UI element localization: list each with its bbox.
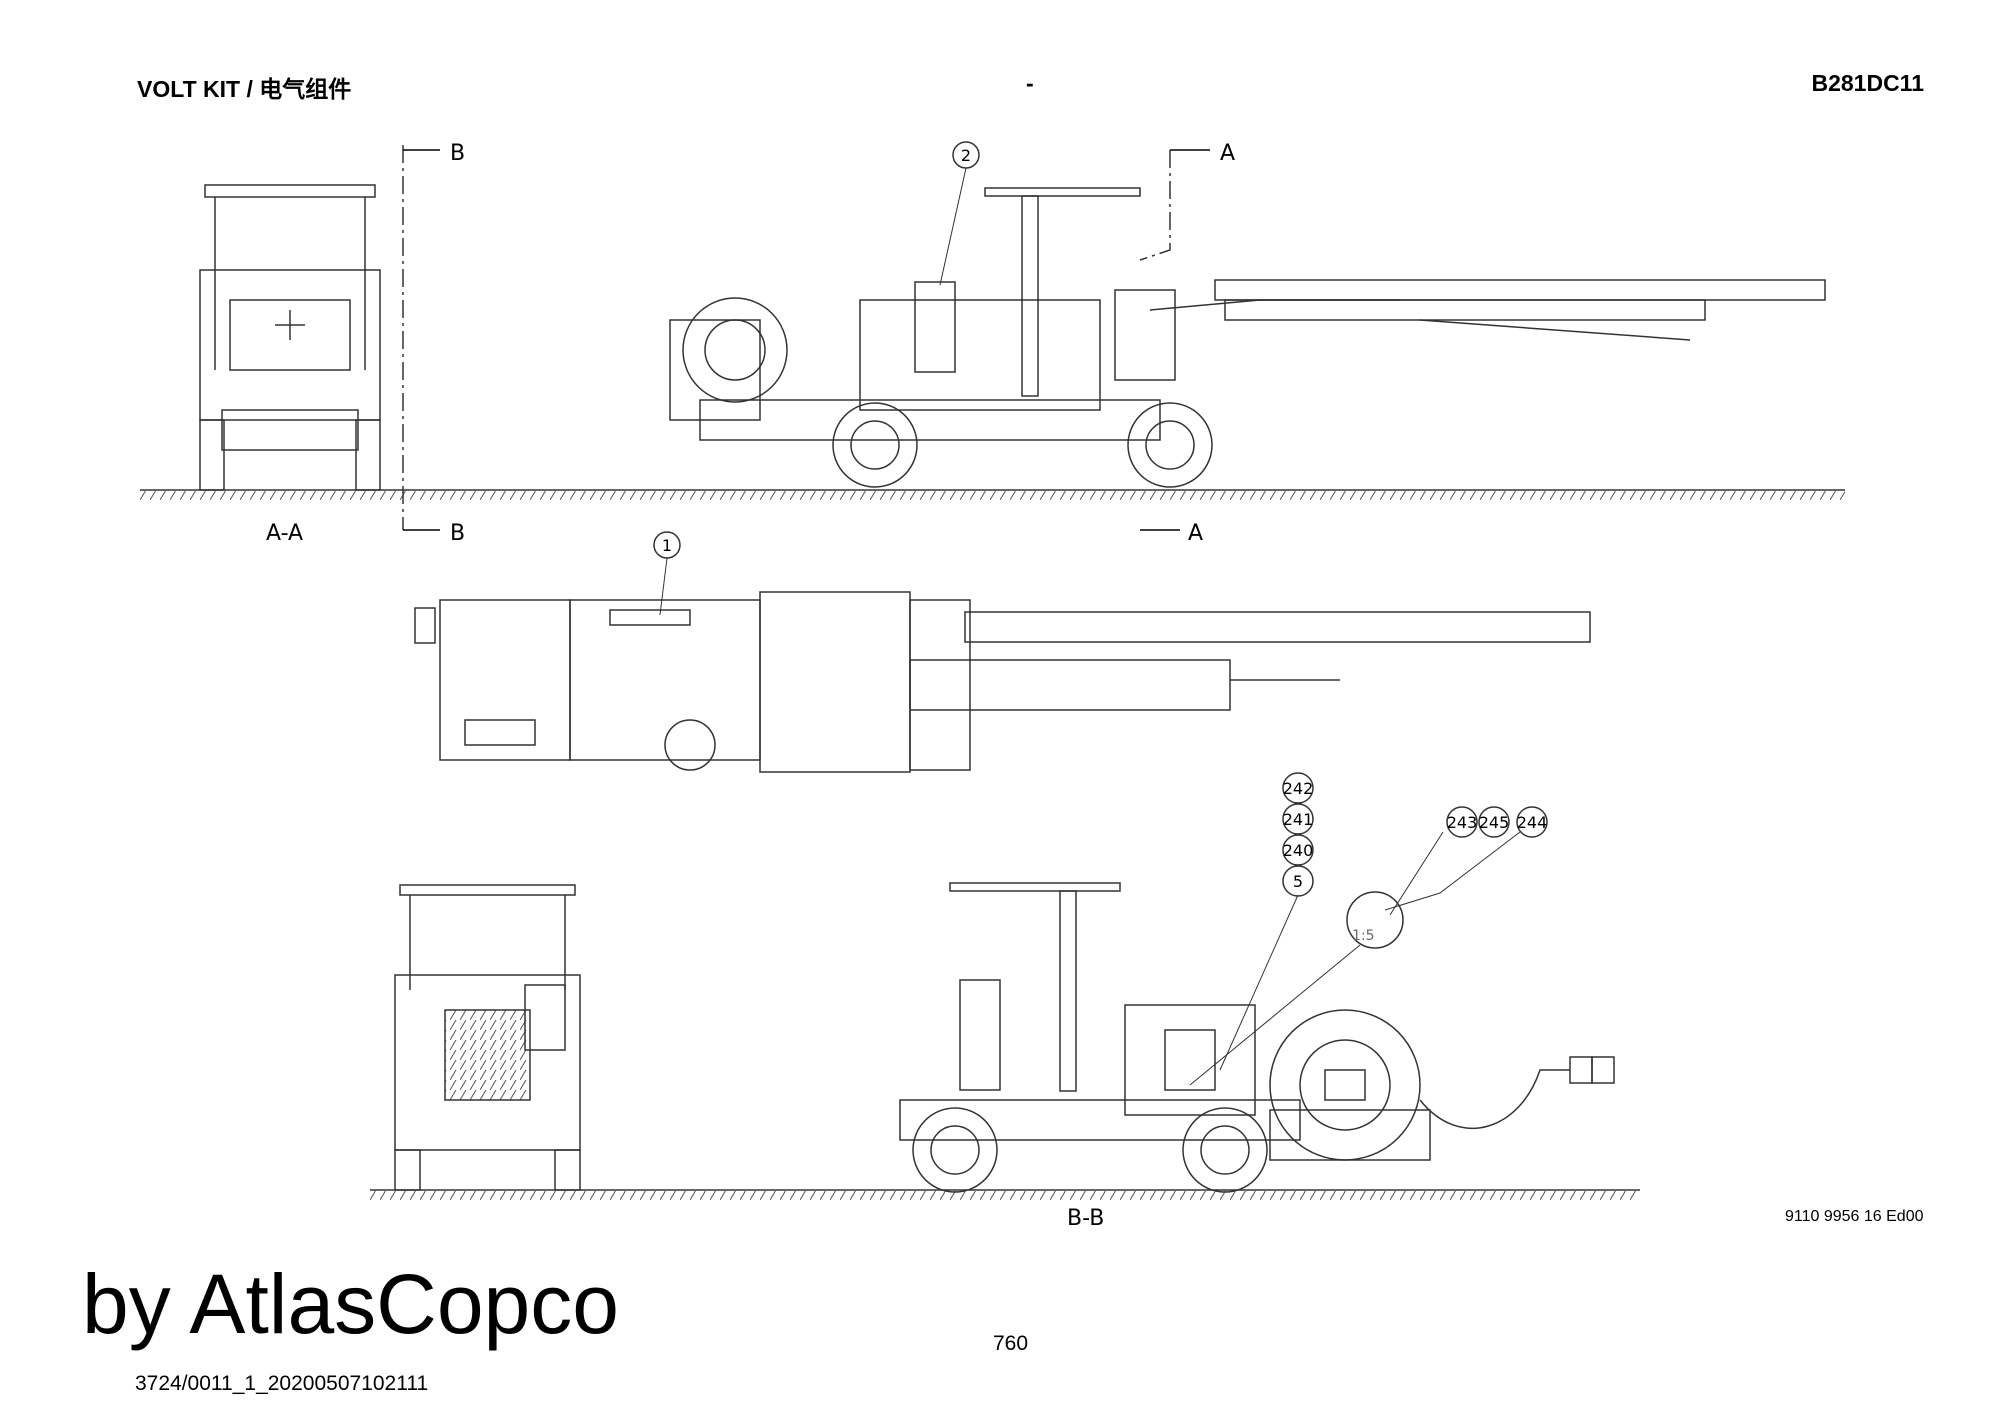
document-code: B281DC11 bbox=[1811, 70, 1924, 96]
watermark: by AtlasCopco bbox=[82, 1257, 619, 1351]
svg-text:5: 5 bbox=[1293, 872, 1303, 891]
section-a-bottom: A bbox=[1188, 521, 1203, 546]
rear-view-bb bbox=[394, 884, 581, 1191]
view-label-bb: B-B bbox=[1067, 1206, 1104, 1231]
callout-245: 245 bbox=[1478, 806, 1510, 838]
front-view-aa bbox=[199, 184, 381, 491]
view-label-aa: A-A bbox=[266, 521, 303, 546]
callout-241: 241 bbox=[1282, 803, 1314, 835]
top-view bbox=[414, 591, 1591, 773]
callouts: 2 1 242 241 240 5 243 245 244 bbox=[653, 141, 1548, 897]
section-b-top: B bbox=[450, 141, 465, 166]
section-arrows bbox=[403, 149, 1210, 531]
page-number: 760 bbox=[993, 1332, 1029, 1355]
callout-1: 1 bbox=[653, 531, 681, 559]
svg-text:245: 245 bbox=[1479, 813, 1510, 832]
detail-scale-label: 1:5 bbox=[1352, 928, 1375, 944]
callout-2: 2 bbox=[952, 141, 980, 169]
header-center: - bbox=[1026, 70, 1034, 96]
svg-text:1: 1 bbox=[662, 536, 672, 555]
side-view-top bbox=[669, 187, 1826, 488]
callout-240: 240 bbox=[1282, 834, 1314, 866]
callout-leaders bbox=[659, 167, 1521, 1086]
ground-line-bottom bbox=[370, 1189, 1640, 1200]
callout-242: 242 bbox=[1282, 772, 1314, 804]
callout-5: 5 bbox=[1282, 865, 1314, 897]
svg-text:240: 240 bbox=[1283, 841, 1314, 860]
section-a-top: A bbox=[1220, 141, 1235, 166]
side-view-bottom: 1:5 bbox=[899, 882, 1615, 1193]
svg-text:241: 241 bbox=[1283, 810, 1314, 829]
document-title: VOLT KIT / 电气组件 bbox=[137, 76, 352, 102]
svg-text:243: 243 bbox=[1447, 813, 1478, 832]
callout-244: 244 bbox=[1516, 806, 1548, 838]
file-id: 3724/0011_1_20200507102111 bbox=[135, 1372, 429, 1395]
svg-text:244: 244 bbox=[1517, 813, 1548, 832]
section-line-a bbox=[1139, 150, 1171, 261]
svg-text:2: 2 bbox=[961, 146, 971, 165]
svg-text:242: 242 bbox=[1283, 779, 1314, 798]
document-number: 9110 9956 16 Ed00 bbox=[1785, 1208, 1924, 1225]
ground-line-top bbox=[140, 489, 1845, 500]
section-b-bottom: B bbox=[450, 521, 465, 546]
callout-243: 243 bbox=[1446, 806, 1478, 838]
